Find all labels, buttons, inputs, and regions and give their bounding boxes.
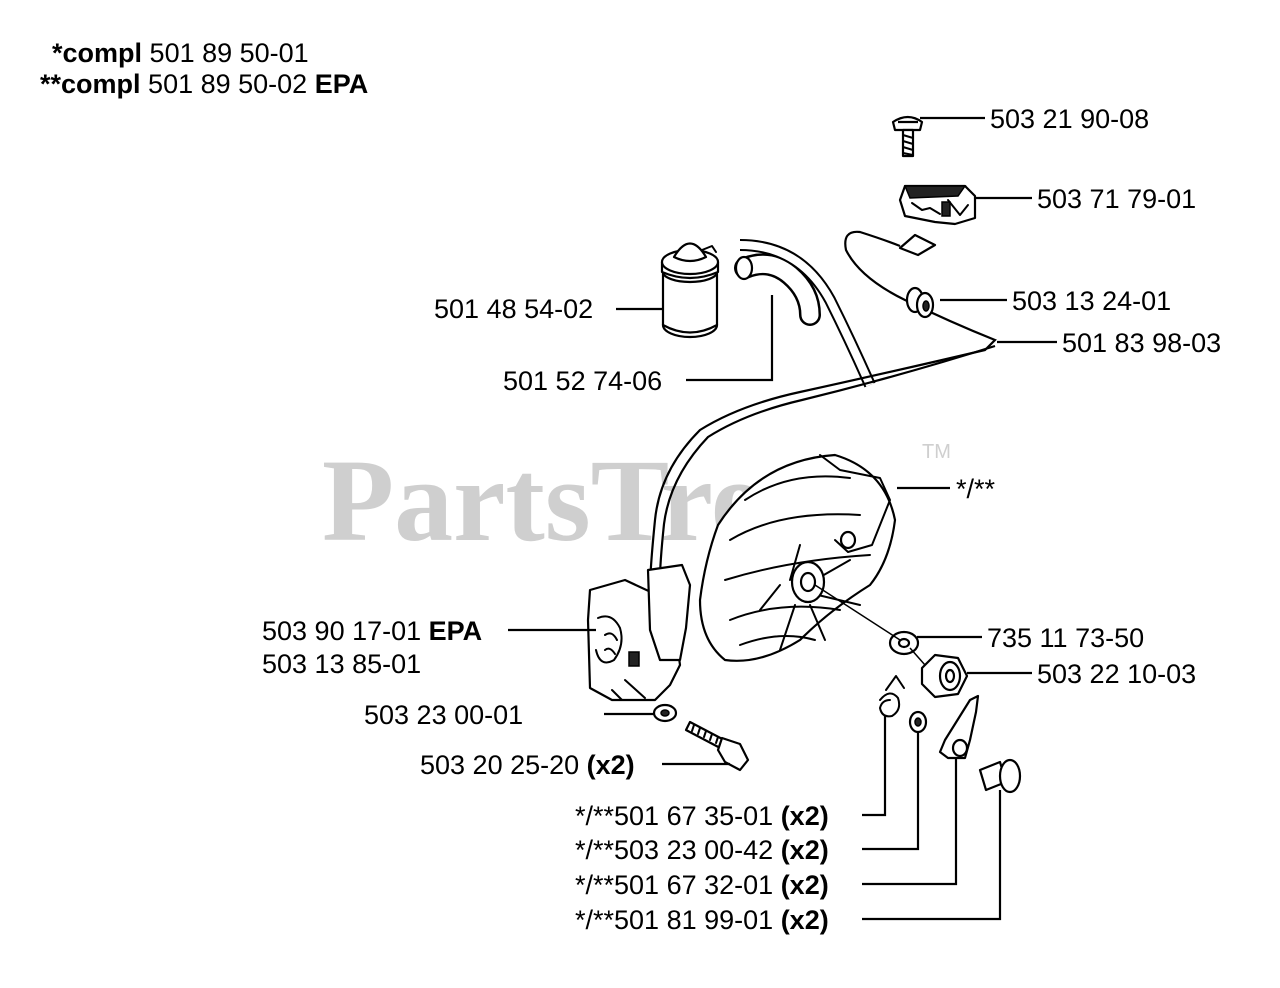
oil-pipe-upper bbox=[739, 239, 876, 388]
compl-1-number: 501 89 50-01 bbox=[150, 38, 309, 68]
compl-line-2: **compl 501 89 50-02 EPA bbox=[40, 69, 368, 99]
coil-epa-suffix: EPA bbox=[429, 616, 483, 646]
label-washer-coil: 503 23 00-01 bbox=[364, 700, 523, 730]
label-screw-top: 503 21 90-08 bbox=[990, 104, 1149, 134]
compl-line-1: *compl 501 89 50-01 bbox=[52, 38, 309, 68]
flywheel-part bbox=[698, 453, 897, 662]
pawl-part bbox=[938, 694, 980, 760]
bolt-part bbox=[684, 720, 750, 772]
spring-part bbox=[879, 675, 905, 718]
compl-2-suffix: EPA bbox=[315, 69, 369, 99]
pin-qty: (x2) bbox=[781, 905, 829, 935]
nut-part bbox=[920, 653, 969, 699]
watermark-tm: TM bbox=[922, 441, 951, 463]
compl-1-prefix: *compl bbox=[52, 38, 142, 68]
label-flywheel: */** bbox=[956, 474, 996, 504]
washer-small-part bbox=[888, 630, 920, 656]
label-bolt: 503 20 25-20 (x2) bbox=[420, 750, 635, 780]
compl-2-number: 501 89 50-02 bbox=[148, 69, 307, 99]
spring-number: */**501 67 35-01 bbox=[575, 801, 773, 831]
leader-lines bbox=[508, 116, 1057, 921]
washer2-part bbox=[908, 710, 928, 734]
oil-line-part bbox=[648, 230, 997, 591]
screw-top-part bbox=[891, 115, 924, 158]
spring-qty: (x2) bbox=[781, 801, 829, 831]
hose-part bbox=[734, 253, 821, 326]
label-hose: 501 52 74-06 bbox=[503, 366, 662, 396]
label-filter: 501 48 54-02 bbox=[434, 294, 593, 324]
label-spring: */**501 67 35-01 (x2) bbox=[575, 801, 829, 831]
coil-epa-number: 503 90 17-01 bbox=[262, 616, 421, 646]
label-coil-epa: 503 90 17-01 EPA bbox=[262, 616, 482, 646]
label-coil: 503 13 85-01 bbox=[262, 649, 421, 679]
label-grommet: 503 13 24-01 bbox=[1012, 286, 1171, 316]
filter-part bbox=[660, 242, 720, 339]
washer-coil-part bbox=[652, 703, 678, 723]
label-washer-small: 735 11 73-50 bbox=[987, 623, 1144, 653]
compl-2-prefix: **compl bbox=[40, 69, 141, 99]
part-labels: 503 21 90-08 503 71 79-01 501 48 54-02 5… bbox=[262, 104, 1221, 935]
washer2-qty: (x2) bbox=[781, 835, 829, 865]
label-washer2: */**503 23 00-42 (x2) bbox=[575, 835, 829, 865]
pawl-number: */**501 67 32-01 bbox=[575, 870, 773, 900]
label-pin: */**501 81 99-01 (x2) bbox=[575, 905, 829, 935]
pin-number: */**501 81 99-01 bbox=[575, 905, 773, 935]
label-oil-line: 501 83 98-03 bbox=[1062, 328, 1221, 358]
bolt-qty: (x2) bbox=[587, 750, 635, 780]
pawl-qty: (x2) bbox=[781, 870, 829, 900]
pin-part bbox=[978, 758, 1022, 794]
ignition-coil-part bbox=[586, 563, 692, 702]
washer2-number: */**503 23 00-42 bbox=[575, 835, 773, 865]
bracket-part bbox=[898, 184, 977, 226]
label-bracket: 503 71 79-01 bbox=[1037, 184, 1196, 214]
bolt-number: 503 20 25-20 bbox=[420, 750, 579, 780]
label-nut: 503 22 10-03 bbox=[1037, 659, 1196, 689]
label-pawl: */**501 67 32-01 (x2) bbox=[575, 870, 829, 900]
kit-header: *compl 501 89 50-01 **compl 501 89 50-02… bbox=[40, 38, 368, 99]
